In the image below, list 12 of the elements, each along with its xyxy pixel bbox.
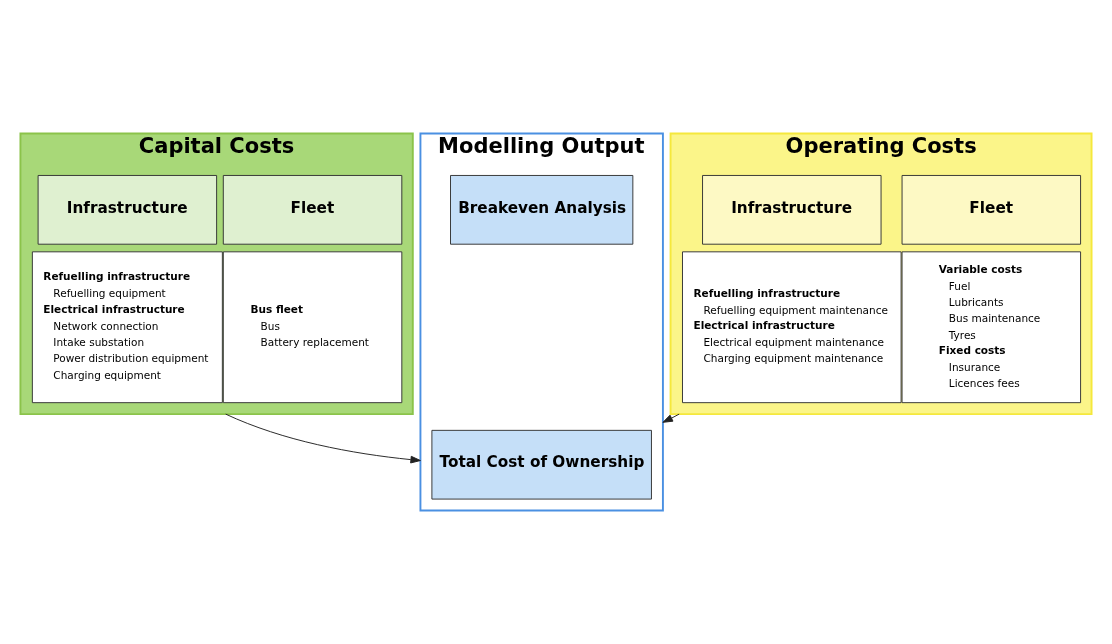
node-box: Infrastructure	[37, 175, 218, 245]
node-box: Infrastructure	[702, 175, 882, 245]
node-box: Fleet	[901, 175, 1082, 245]
node-box: Bus fleet Bus Battery replacement	[222, 251, 403, 404]
node-box: Fleet	[222, 175, 403, 245]
node-box: Total Cost of Ownership	[431, 429, 652, 500]
node-box: Refuelling infrastructure Refuelling equipment maintenance Electrical infrastructure Electrical equipment maintenance Charging equipment maintenance	[682, 251, 902, 404]
node-box: Breakeven Analysis	[450, 175, 634, 245]
arrow	[225, 413, 421, 464]
node-box: Variable costs Fuel Lubricants Bus maintenance Tyres Fixed costs Insurance Licences fees	[901, 251, 1082, 404]
arrow	[662, 413, 680, 423]
node-box: Refuelling infrastructure Refuelling equipment Electrical infrastructure Network connection Intake substation Power distribution equipment Charging equipment	[31, 251, 223, 404]
